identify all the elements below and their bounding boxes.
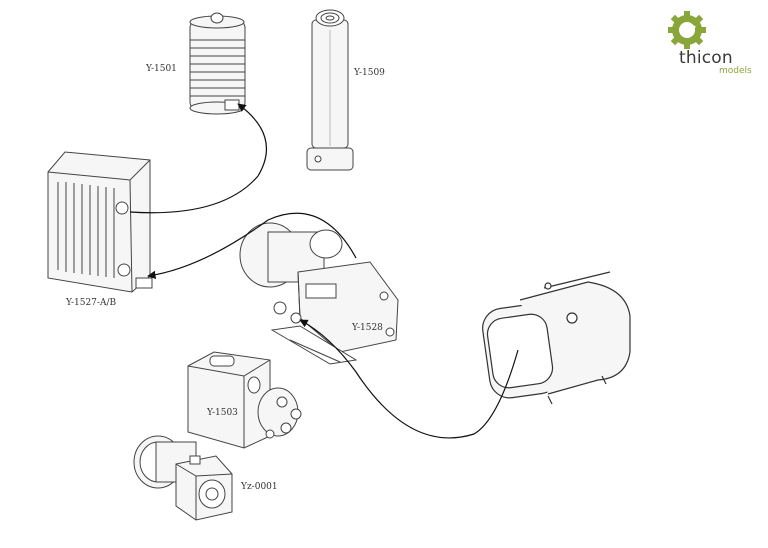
label-y1509: Y-1509 <box>354 68 385 78</box>
cooler-part-y1527 <box>47 151 153 293</box>
hose-lines <box>129 103 519 439</box>
label-y1527: Y-1527-A/B <box>66 298 117 308</box>
valve-part-y1503 <box>187 351 302 449</box>
label-y1528: Y-1528 <box>352 323 383 333</box>
hose-tank-to-pump <box>299 319 519 439</box>
label-y1503: Y-1503 <box>207 408 238 418</box>
label-y1501: Y-1501 <box>146 64 177 74</box>
label-yz0001: Yz-0001 <box>241 482 278 492</box>
pump-part-y1528 <box>239 222 399 365</box>
accumulator-part-y1501 <box>189 12 246 115</box>
logo-brand-text: thicon <box>679 48 733 68</box>
hose-pump-to-cooler <box>147 212 357 280</box>
hose-cooler-to-accumulator <box>129 103 267 214</box>
cylinder-part-y1509 <box>306 9 354 171</box>
motor-part-yz0001 <box>133 435 233 521</box>
gear-icon <box>668 11 706 49</box>
logo-sub-text: models <box>719 66 752 76</box>
brand-logo: thicon models <box>655 8 765 78</box>
oil-tank <box>482 271 631 405</box>
